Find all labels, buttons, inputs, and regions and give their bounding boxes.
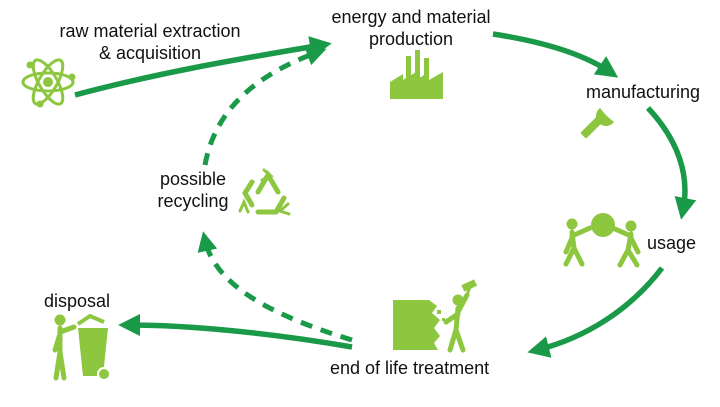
extraction-label-line2: & acquisition <box>98 43 202 63</box>
end-of-life-label: end of life treatment <box>330 358 490 378</box>
recycle-icon <box>238 168 291 216</box>
production-label-line2: production <box>368 29 454 49</box>
arrow-end-of-life-to-disposal <box>118 314 353 350</box>
recycling-label: possible recycling <box>148 168 238 212</box>
usage-label: usage <box>647 233 697 253</box>
arrow-usage-to-end-of-life <box>527 266 665 358</box>
people-carrying-ball-icon <box>563 213 641 268</box>
disposal-label: disposal <box>44 291 111 311</box>
wrench-icon <box>581 108 614 138</box>
recycling-label-line1: possible <box>159 169 227 189</box>
production-label-line1: energy and material <box>331 7 491 27</box>
arrow-recycling-to-production-dashed <box>202 46 327 166</box>
arrow-production-to-manufacturing <box>492 31 619 78</box>
factory-icon <box>390 50 443 99</box>
extraction-label: raw material extraction & acquisition <box>30 20 270 64</box>
arrow-manufacturing-to-usage <box>645 106 697 220</box>
trash-bin-icon <box>52 313 111 381</box>
arrow-extraction-to-production <box>74 36 332 98</box>
arrow-end-of-life-to-recycling-dashed <box>197 231 353 343</box>
atom-icon <box>21 58 76 108</box>
demolition-icon <box>393 279 478 353</box>
extraction-label-line1: raw material extraction <box>59 21 241 41</box>
production-label: energy and material production <box>318 6 504 50</box>
manufacturing-label: manufacturing <box>586 82 701 102</box>
recycling-label-line2: recycling <box>157 191 229 211</box>
